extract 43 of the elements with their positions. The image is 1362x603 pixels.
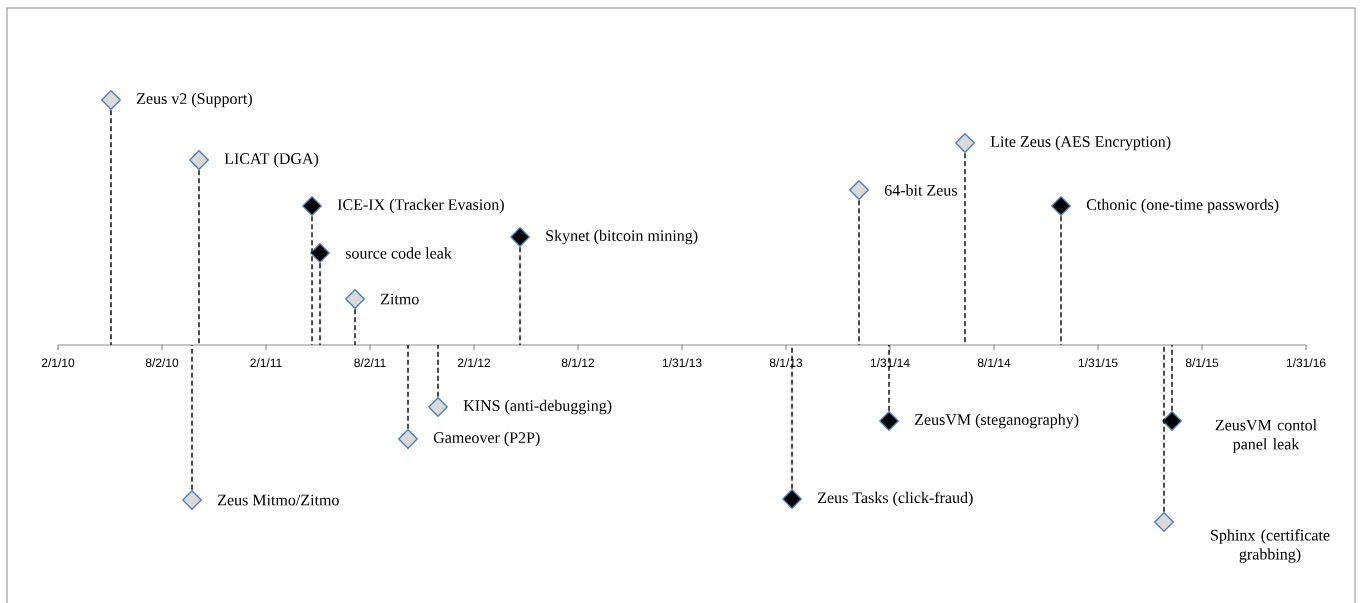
event-label: 64-bit Zeus [884,184,957,196]
tick-label: 2/1/12 [457,358,491,367]
drop-line [191,344,193,491]
drop-line [1171,344,1173,412]
event-label: ICE-IX (Tracker Evasion) [337,198,504,214]
drop-line [311,215,313,346]
event-label: Sphinx (certificate grabbing) [1211,529,1330,563]
tick-label: 8/1/14 [977,358,1011,367]
event-label: ZeusVM (steganography) [915,413,1079,429]
event-label: Zeus Tasks (click-fraud) [818,491,973,507]
tick-label: 8/2/10 [145,358,179,367]
drop-line [1163,344,1165,513]
tick-label: 1/31/16 [1286,358,1326,367]
tick-label: 8/1/12 [561,358,595,367]
drop-line [319,262,321,346]
tick-label: 8/2/11 [354,358,386,367]
event-label: Cthonic (one-time passwords) [1086,198,1279,214]
event-label: Zeus Mitmo/Zitmo [217,494,339,506]
tick-label: 2/1/11 [250,358,282,367]
tick-label: 2/1/10 [41,358,75,367]
tick-label: 8/1/15 [1185,358,1219,367]
drop-line [1060,215,1062,346]
tick-label: 1/31/14 [870,358,910,367]
drop-line [407,344,409,430]
drop-line [354,308,356,346]
event-label: KINS (anti-debugging) [463,399,612,415]
tick-label: 1/31/13 [662,358,702,367]
event-label: Zitmo [381,293,419,305]
event-label: source code leak [345,247,452,259]
drop-line [519,246,521,346]
drop-line [110,109,112,346]
drop-line [198,169,200,346]
event-label: Gameover (P2P) [433,431,540,447]
event-label: ZeusVM contol panel leak [1215,419,1317,453]
tick-label: 8/1/13 [769,358,803,367]
drop-line [437,344,439,398]
event-label: Lite Zeus (AES Encryption) [990,135,1171,151]
event-label: Zeus v2 (Support) [136,92,252,108]
drop-line [888,344,890,412]
event-label: Skynet (bitcoin mining) [546,229,698,245]
event-label: LICAT (DGA) [224,152,319,168]
tick-label: 1/31/15 [1078,358,1118,367]
drop-line [858,199,860,346]
